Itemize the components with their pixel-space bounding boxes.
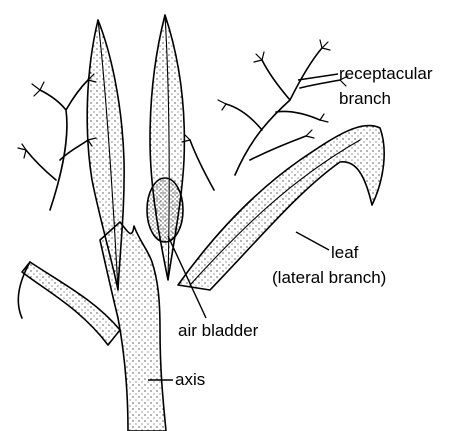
lower-left-branch (22, 262, 120, 345)
label-axis: axis (175, 370, 205, 390)
label-receptacular: receptacular (339, 64, 433, 84)
label-leaf: leaf (331, 243, 358, 263)
label-branch: branch (339, 89, 391, 109)
leaf-leader (296, 232, 329, 250)
label-lateral-branch: (lateral branch) (272, 268, 386, 288)
label-air-bladder: air bladder (178, 321, 258, 341)
air-bladder (147, 178, 183, 242)
